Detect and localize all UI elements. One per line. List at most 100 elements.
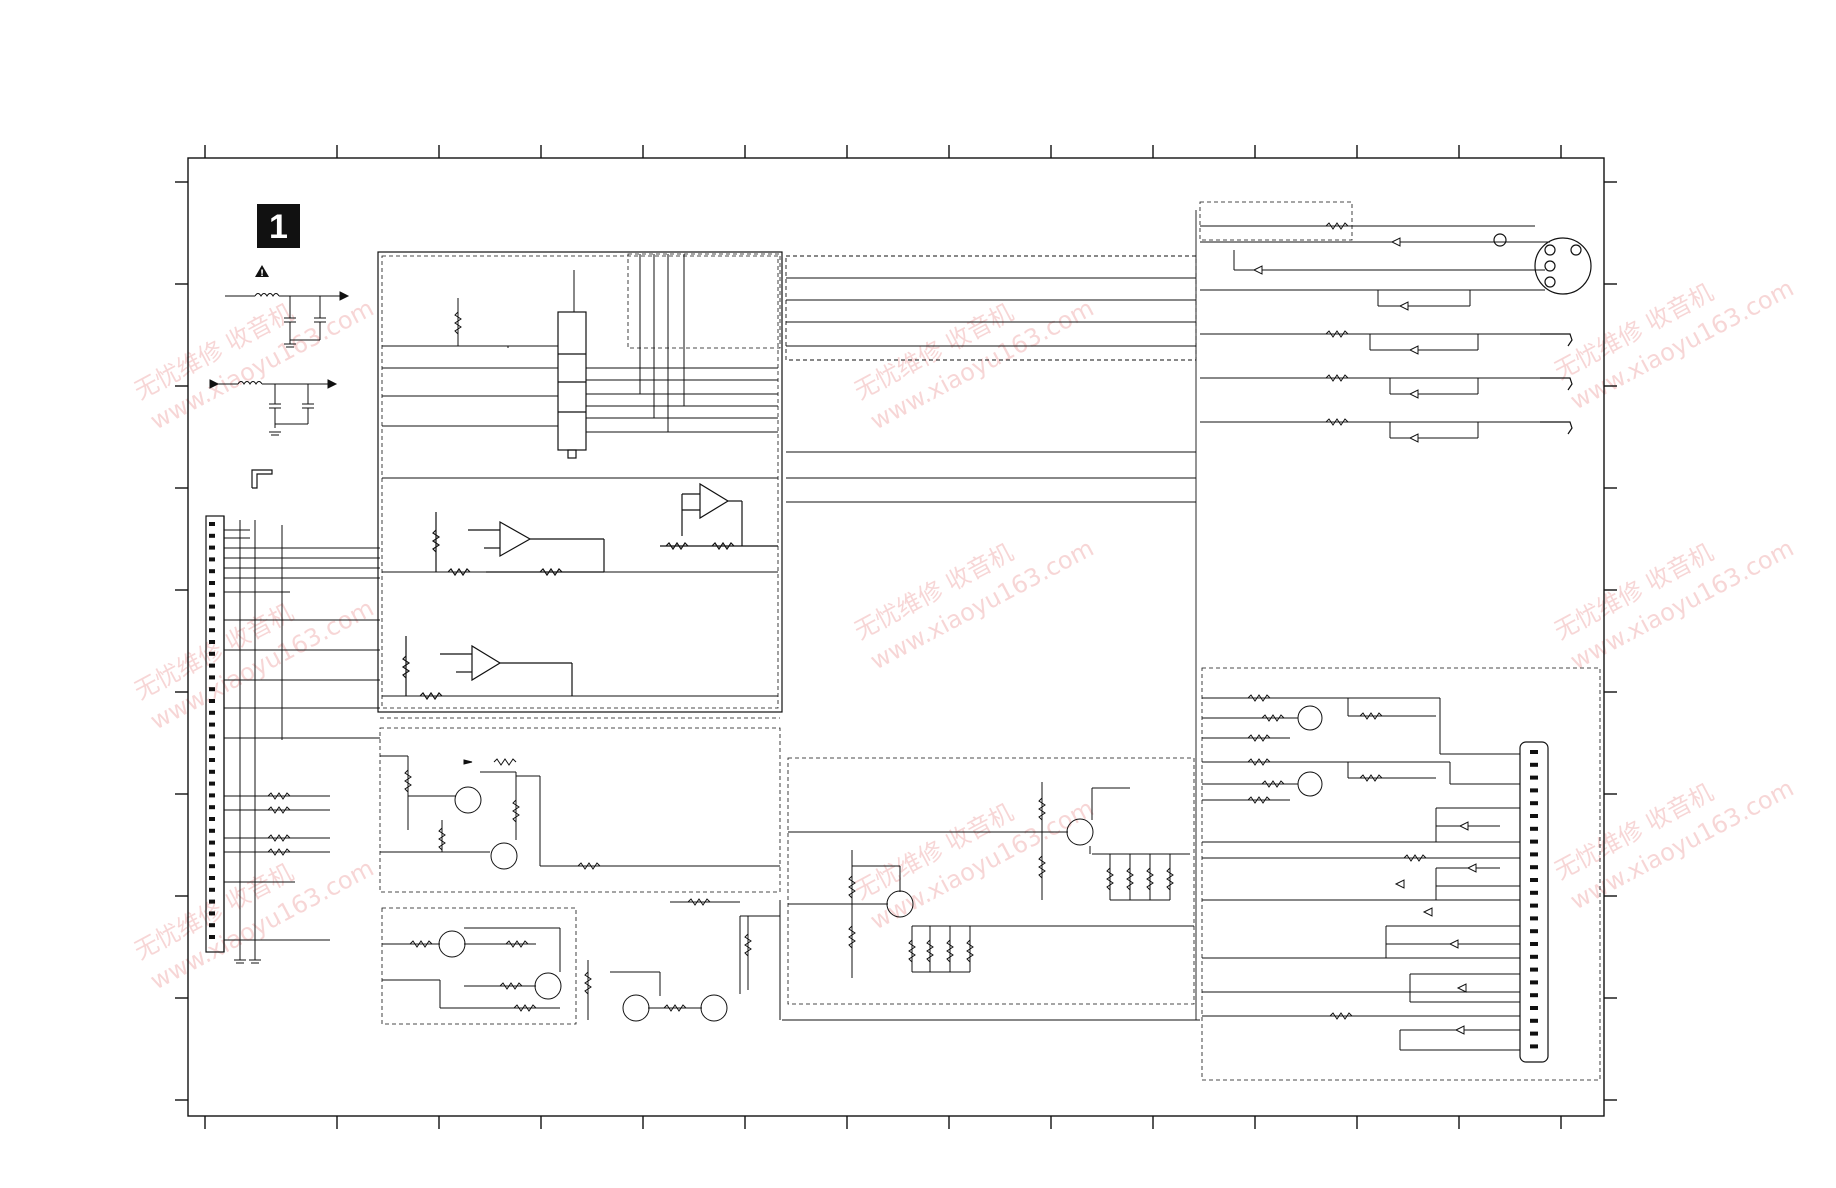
connector-pin <box>209 887 215 892</box>
connector-pin <box>1530 1044 1538 1049</box>
resistor-icon <box>505 940 529 948</box>
resistor-icon <box>267 848 291 856</box>
resistor-icon <box>577 862 601 870</box>
diode-icon <box>1398 301 1409 311</box>
transistor-block-b-parts <box>382 927 562 1012</box>
connector-pin <box>1530 878 1538 882</box>
npn-transistor-icon <box>454 786 482 814</box>
connector-pin <box>1530 814 1538 818</box>
connector-pin <box>209 746 215 751</box>
transistor-block-b <box>381 907 577 1025</box>
op-amp-3 <box>401 636 573 701</box>
resistor-icon <box>584 971 592 995</box>
central-signal-bus <box>785 210 1197 1020</box>
ruler-ticks <box>175 145 1617 1129</box>
connector-pin <box>209 687 215 692</box>
resistor-icon <box>1325 418 1349 426</box>
op-amp-icon <box>499 520 532 558</box>
diode-icon <box>1408 345 1419 355</box>
connector-pin <box>1530 993 1538 998</box>
resistor-icon <box>431 529 441 553</box>
xlr-connector-icon <box>1493 233 1592 295</box>
connector-pin <box>209 793 215 798</box>
connector-grounds <box>234 959 261 964</box>
connector-pin <box>1530 1006 1538 1010</box>
resistor-icon <box>267 806 291 814</box>
npn-transistor-icon <box>534 972 562 1000</box>
power-filter-2 <box>209 379 338 436</box>
jack-connector-icon <box>1540 421 1573 435</box>
npn-transistor-icon <box>1297 771 1323 797</box>
main-block <box>377 251 783 713</box>
connector-pin <box>209 876 215 880</box>
connector-pin <box>209 663 215 668</box>
resistor-icon <box>946 939 954 963</box>
connector-pin <box>1530 929 1538 934</box>
resistor-icon <box>1261 714 1285 722</box>
resistor-icon <box>1247 734 1271 742</box>
resistor-icon <box>438 827 446 851</box>
resistor-icon <box>663 1004 687 1012</box>
diode-icon <box>1252 265 1263 275</box>
bracket-symbol <box>251 469 273 489</box>
connector-pin <box>209 817 215 821</box>
resistor-icon <box>1146 867 1154 891</box>
jack-connectors <box>1540 333 1573 435</box>
resistor-icon <box>744 933 752 957</box>
resistor-icon <box>848 925 856 949</box>
edge-connector-icon <box>1519 741 1549 1063</box>
resistor-icon <box>687 898 711 906</box>
resistor-icon <box>493 758 517 766</box>
diode-icon <box>1448 939 1459 949</box>
connector-pin <box>209 604 215 609</box>
connector-pins <box>209 522 215 939</box>
diode-icon <box>1454 1025 1465 1035</box>
ic-chip <box>557 311 587 459</box>
connector-pin <box>1530 788 1538 793</box>
connector-pin <box>1530 801 1538 806</box>
connector-pin <box>209 640 215 644</box>
connector-pin <box>209 805 215 810</box>
resistor-icon <box>539 567 563 577</box>
inductor-icon <box>254 293 280 297</box>
diode-icon <box>1422 907 1433 917</box>
npn-transistor-icon <box>490 842 518 870</box>
resistor-icon <box>966 939 974 963</box>
connector-resistors <box>267 792 291 856</box>
main-block-buses <box>382 254 778 697</box>
diode-icon <box>1458 821 1469 831</box>
connector-pin <box>1530 852 1538 857</box>
right-output-lines <box>1202 807 1520 1051</box>
connector-pin <box>209 616 215 621</box>
transistor-block-a <box>379 717 781 893</box>
warning-mark: ! <box>260 269 264 279</box>
diode-icon <box>1390 237 1401 247</box>
connector-pin <box>209 758 215 762</box>
right-top-wires <box>1200 222 1550 439</box>
npn-transistor-icon <box>622 994 650 1022</box>
connector-pin <box>1530 954 1538 959</box>
connector-pin <box>1530 762 1538 767</box>
resistor-icon <box>1106 867 1114 891</box>
connector-pin <box>209 592 215 597</box>
resistor-icon <box>1359 774 1383 782</box>
warning-triangle-icon: ! <box>255 265 269 279</box>
resistor-icon <box>401 655 411 679</box>
connector-pin <box>1530 916 1538 921</box>
op-amp-2 <box>660 482 778 551</box>
connector-pin <box>209 935 215 939</box>
connector-pin <box>1530 865 1538 870</box>
connector-pin <box>209 781 215 786</box>
op-amp-icon <box>471 644 502 682</box>
resistor-icon <box>665 541 689 551</box>
connector-pin <box>209 840 215 845</box>
resistor-icon <box>1325 330 1349 338</box>
op-amp-1 <box>431 512 605 577</box>
resistor-icon <box>1126 867 1134 891</box>
resistor-icon <box>419 691 443 701</box>
connector-pin <box>209 533 215 538</box>
central-amp-parts <box>788 782 1194 978</box>
section-label: 1 <box>257 204 300 248</box>
right-top-input-block <box>1199 201 1353 241</box>
resistor-icon <box>1325 222 1349 230</box>
